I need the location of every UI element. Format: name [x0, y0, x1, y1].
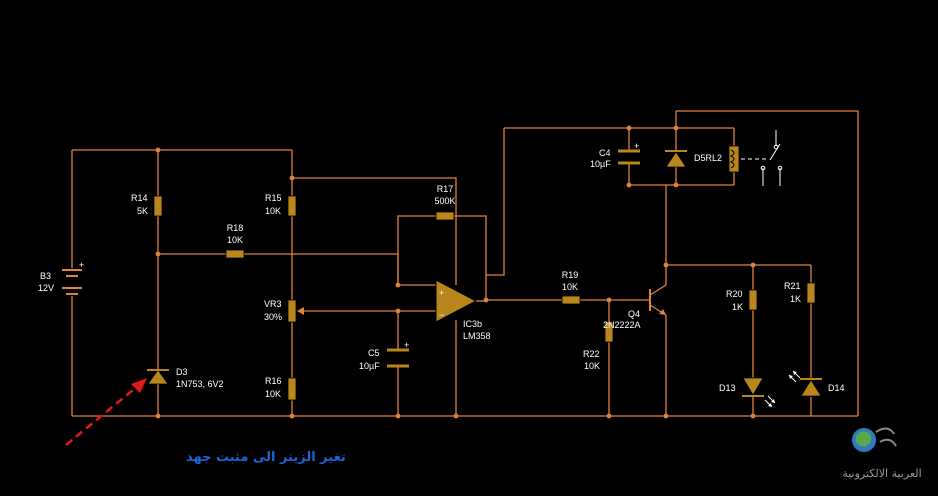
capacitor-c4: + C4 10µF — [590, 141, 640, 169]
wire-transistor — [665, 185, 811, 416]
opamp-minus-input: − — [439, 310, 444, 320]
r20-ref: R20 — [726, 289, 743, 299]
relay-ref: D5RL2 — [694, 153, 722, 163]
relay-switch-contacts — [760, 130, 783, 186]
wire-r17-feedback — [397, 215, 487, 300]
annotation-text: تغير الزينر الى مثبت جهد — [186, 450, 346, 465]
c5-value: 10µF — [359, 361, 380, 371]
r14-ref: R14 — [131, 193, 148, 203]
vr3-ref: VR3 — [264, 299, 282, 309]
led-d14: D14 — [788, 370, 845, 397]
annotation-arrow — [65, 378, 147, 447]
resistor-r18: R18 10K — [225, 223, 245, 259]
r21-ref: R21 — [784, 281, 801, 291]
ic3b-value: LM358 — [463, 331, 491, 341]
zener-diode-d3: D3 1N753, 6V2 — [147, 367, 224, 389]
wire-top-right — [486, 127, 734, 276]
r16-ref: R16 — [265, 376, 282, 386]
resistor-r17: R17 500K — [434, 184, 456, 221]
c5-ref: C5 — [368, 348, 380, 358]
c4-value: 10µF — [590, 159, 611, 169]
resistor-r14: R14 5K — [131, 193, 163, 217]
r17-ref: R17 — [437, 184, 454, 194]
r14-value: 5K — [137, 206, 148, 216]
wire-opamp-power — [292, 177, 457, 416]
wire-r18 — [158, 253, 436, 286]
resistor-r16: R16 10K — [265, 376, 297, 401]
r18-value: 10K — [227, 235, 243, 245]
opamp-plus-input: + — [439, 288, 444, 298]
battery-b3: + B3 12V — [38, 260, 84, 295]
ic3b-ref: IC3b — [463, 319, 482, 329]
resistor-r22: R22 10K — [583, 321, 614, 371]
r15-ref: R15 — [265, 193, 282, 203]
watermark-logo: العربية الالكترونية — [842, 427, 922, 480]
r19-value: 10K — [562, 282, 578, 292]
relay-flyback-diode: D5RL2 — [665, 150, 722, 168]
b3-ref: B3 — [40, 271, 51, 281]
r16-value: 10K — [265, 389, 281, 399]
q4-ref: Q4 — [628, 309, 640, 319]
r17-value: 500K — [434, 196, 455, 206]
d3-ref: D3 — [176, 367, 188, 377]
resistor-r21: R21 1K — [784, 281, 816, 304]
r15-value: 10K — [265, 206, 281, 216]
d13-ref: D13 — [719, 383, 736, 393]
resistor-r19: R19 10K — [561, 270, 581, 305]
r20-value: 1K — [732, 302, 743, 312]
opamp-ic3b: + − IC3b LM358 — [435, 279, 491, 341]
resistor-r15: R15 10K — [265, 193, 297, 217]
transistor-q4: Q4 2N2222A — [603, 284, 667, 330]
c4-ref: C4 — [599, 148, 611, 158]
r19-ref: R19 — [562, 270, 579, 280]
junction-dots — [155, 125, 756, 419]
q4-value: 2N2222A — [603, 320, 641, 330]
r21-value: 1K — [790, 294, 801, 304]
resistor-r20: R20 1K — [726, 289, 758, 312]
wires — [71, 110, 859, 417]
r18-ref: R18 — [227, 223, 244, 233]
d3-value: 1N753, 6V2 — [176, 379, 224, 389]
d14-ref: D14 — [828, 383, 845, 393]
potentiometer-vr3: VR3 30% — [264, 299, 304, 323]
wire-relay-feed — [676, 110, 859, 416]
watermark-text: العربية الالكترونية — [842, 467, 921, 480]
relay-coil — [728, 145, 767, 173]
capacitor-c5: + C5 10µF — [359, 340, 409, 371]
r22-ref: R22 — [583, 349, 600, 359]
b3-value: 12V — [38, 283, 54, 293]
r22-value: 10K — [584, 361, 600, 371]
c5-plus-sign: + — [404, 340, 409, 350]
c4-plus-sign: + — [634, 141, 639, 151]
battery-plus-sign: + — [79, 260, 84, 270]
vr3-value: 30% — [264, 312, 282, 322]
led-d13: D13 — [719, 377, 776, 408]
